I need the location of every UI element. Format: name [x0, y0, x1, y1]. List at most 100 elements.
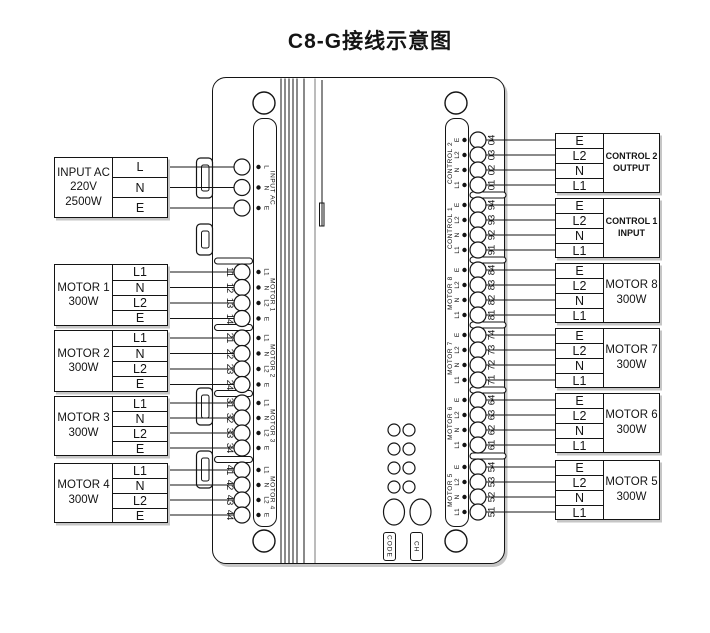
antenna-tip: [319, 202, 325, 227]
indicator-led: [387, 480, 401, 494]
indicator-led: [402, 480, 416, 494]
terminal-pin-dot: [462, 217, 467, 223]
terminal-pin-label: N: [262, 482, 270, 488]
terminal-screw: [469, 161, 487, 179]
terminal-number: 92: [485, 229, 497, 241]
terminal-pin-dot: [256, 497, 261, 503]
terminal-group-label: CONTROL 1: [446, 206, 454, 249]
terminal-row-label: E: [575, 263, 584, 278]
terminal-row-label: L2: [113, 492, 167, 508]
terminal-strip-left: [253, 118, 277, 527]
terminal-pin-label: L2: [453, 478, 461, 486]
terminal-row-label: L2: [113, 360, 167, 376]
terminal-number: 94: [485, 199, 497, 211]
terminal-pin-dot: [256, 335, 261, 341]
terminal-screw: [233, 491, 251, 509]
terminal-number: 03: [485, 149, 497, 161]
terminal-pin-dot: [256, 445, 261, 451]
terminal-row-label: E: [113, 197, 167, 217]
terminal-pin-label: L1: [453, 441, 461, 449]
strip-separator: [469, 452, 507, 460]
code-button-label: CODE: [382, 532, 396, 561]
terminal-number: 61: [485, 439, 497, 451]
terminal-number: 13: [223, 297, 235, 309]
terminal-pin-label: E: [262, 205, 270, 211]
terminal-row-label: L2: [556, 212, 603, 228]
terminal-pin-label: L1: [453, 181, 461, 189]
terminal-screw: [233, 439, 251, 457]
terminal-row-label: N: [556, 357, 603, 373]
terminal-screw: [469, 473, 487, 491]
terminal-pin-dot: [256, 482, 261, 488]
terminal-screw: [233, 329, 251, 347]
code-button: [382, 498, 406, 526]
terminal-row-label: L1: [556, 437, 603, 453]
indicator-led: [387, 461, 401, 475]
terminal-screw: [233, 344, 251, 363]
terminal-screw: [233, 461, 251, 479]
terminal-pin-dot: [256, 366, 261, 372]
terminal-screw: [233, 158, 251, 176]
terminal-pin-label: L1: [262, 466, 270, 474]
terminal-number: 83: [485, 279, 497, 291]
terminal-screw: [469, 291, 487, 309]
terminal-pin-dot: [462, 137, 467, 143]
terminal-screw: [233, 199, 251, 217]
terminal-number: 91: [485, 244, 497, 256]
indicator-led: [402, 423, 416, 437]
terminal-number: 84: [485, 264, 497, 276]
terminal-pin-label: N: [453, 427, 461, 433]
terminal-screw: [469, 458, 487, 476]
terminal-number: 74: [485, 329, 497, 341]
terminal-number: 71: [485, 374, 497, 386]
terminal-pin-dot: [462, 397, 467, 403]
terminal-pin-label: L: [262, 165, 270, 169]
terminal-number: 82: [485, 294, 497, 306]
terminal-pin-dot: [462, 509, 467, 515]
indicator-led: [387, 423, 401, 437]
terminal-pin-dot: [256, 300, 261, 306]
terminal-row-label: L1: [133, 265, 147, 280]
terminal-pin-label: L2: [453, 411, 461, 419]
indicator-led: [387, 442, 401, 456]
terminal-screw: [469, 356, 487, 374]
terminal-pin-label: N: [453, 362, 461, 368]
terminal-row-label: L2: [556, 474, 603, 490]
terminal-row-label: L1: [556, 504, 603, 520]
terminal-screw: [469, 196, 487, 214]
terminal-number: 21: [223, 332, 235, 344]
terminal-number: 31: [223, 397, 235, 409]
terminal-number: 02: [485, 164, 497, 176]
terminal-pin-label: L1: [453, 246, 461, 254]
terminal-pin-label: L2: [453, 216, 461, 224]
terminal-number: 14: [223, 313, 235, 324]
indicator-led: [402, 442, 416, 456]
terminal-pin-dot: [256, 512, 261, 518]
terminal-pin-dot: [256, 316, 261, 321]
controller-unit: [212, 77, 505, 564]
cable-clip-inner: [201, 164, 210, 192]
terminal-row-label: L1: [133, 331, 147, 346]
terminal-row-label: N: [556, 489, 603, 505]
terminal-screw: [233, 360, 251, 378]
terminal-group-label: MOTOR 4: [268, 475, 276, 510]
terminal-screw: [233, 394, 251, 412]
terminal-pin-dot: [462, 494, 467, 500]
terminal-pin-dot: [462, 297, 467, 303]
terminal-row-label: N: [113, 345, 167, 361]
terminal-row-label: L1: [133, 396, 147, 411]
terminal-screw: [469, 241, 487, 259]
terminal-pin-dot: [462, 282, 467, 288]
mounting-hole: [444, 529, 468, 553]
terminal-pin-dot: [462, 347, 467, 353]
terminal-pin-label: L1: [262, 268, 270, 276]
